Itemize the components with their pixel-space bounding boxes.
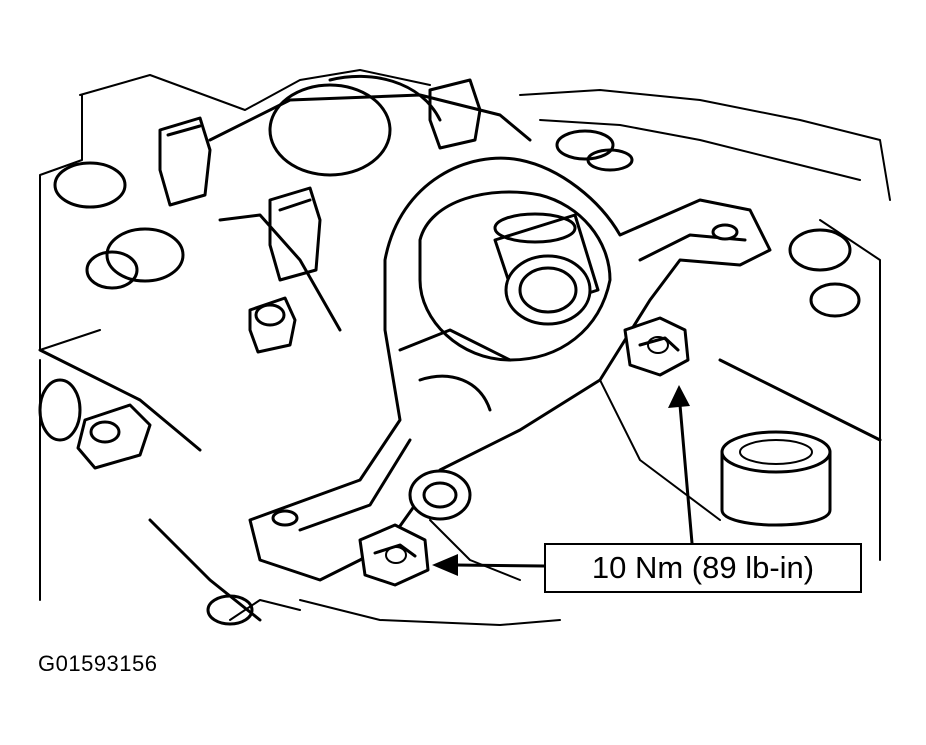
arrow-icon	[668, 385, 694, 545]
engine-block-outline	[38, 69, 891, 626]
port-openings	[38, 129, 861, 626]
socket-bolt	[408, 469, 472, 521]
bolt-icon	[623, 316, 690, 377]
bearing-boss	[493, 212, 600, 326]
bracket-icon	[248, 156, 772, 582]
torque-callout: 10 Nm (89 lb-in)	[544, 543, 862, 593]
figure-id: G01593156	[38, 651, 158, 676]
torque-label: 10 Nm (89 lb-in)	[591, 550, 815, 585]
left-cam-bolt	[76, 403, 152, 470]
bolt-icon	[358, 523, 430, 587]
arrow-icon	[432, 554, 546, 576]
cam-cap-bolts	[158, 74, 532, 354]
oil-fitting	[720, 430, 832, 527]
